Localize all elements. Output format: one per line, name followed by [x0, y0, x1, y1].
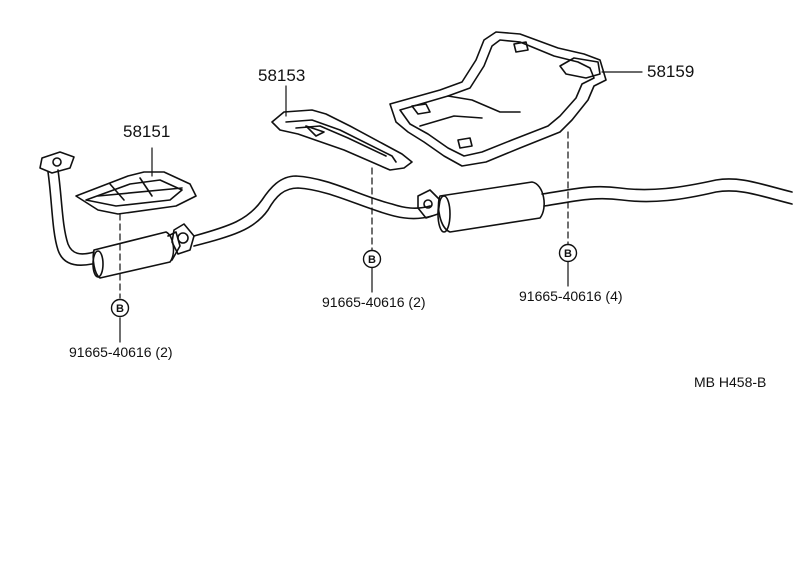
figure-code: MB H458-B: [694, 374, 767, 390]
fastener-symbol-rear: [558, 243, 578, 263]
fastener-leader-lines: [119, 131, 569, 299]
fastener-symbol-center: [362, 249, 382, 269]
heat-insulator-center: [271, 109, 413, 171]
part-leader-lines: [151, 71, 643, 177]
heat-insulator-front: [75, 171, 197, 215]
part-number-58159: 58159: [647, 62, 695, 81]
fastener-label-rear: 91665-40616 (4): [519, 288, 623, 304]
part-number-58151: 58151: [123, 122, 171, 141]
fastener-label-front: 91665-40616 (2): [69, 344, 173, 360]
exhaust-pipe: [39, 151, 793, 279]
fastener-symbol-center-letter: B: [368, 254, 376, 266]
fastener-symbol-front-letter: B: [116, 303, 124, 315]
part-number-58153: 58153: [258, 66, 306, 85]
fastener-symbol-front: [110, 298, 130, 318]
fastener-symbol-rear-letter: B: [564, 248, 572, 260]
fastener-symbols: [110, 243, 578, 318]
heat-insulator-rear: [389, 31, 607, 167]
fastener-label-center: 91665-40616 (2): [322, 294, 426, 310]
fastener-label-leaders: [119, 261, 569, 343]
